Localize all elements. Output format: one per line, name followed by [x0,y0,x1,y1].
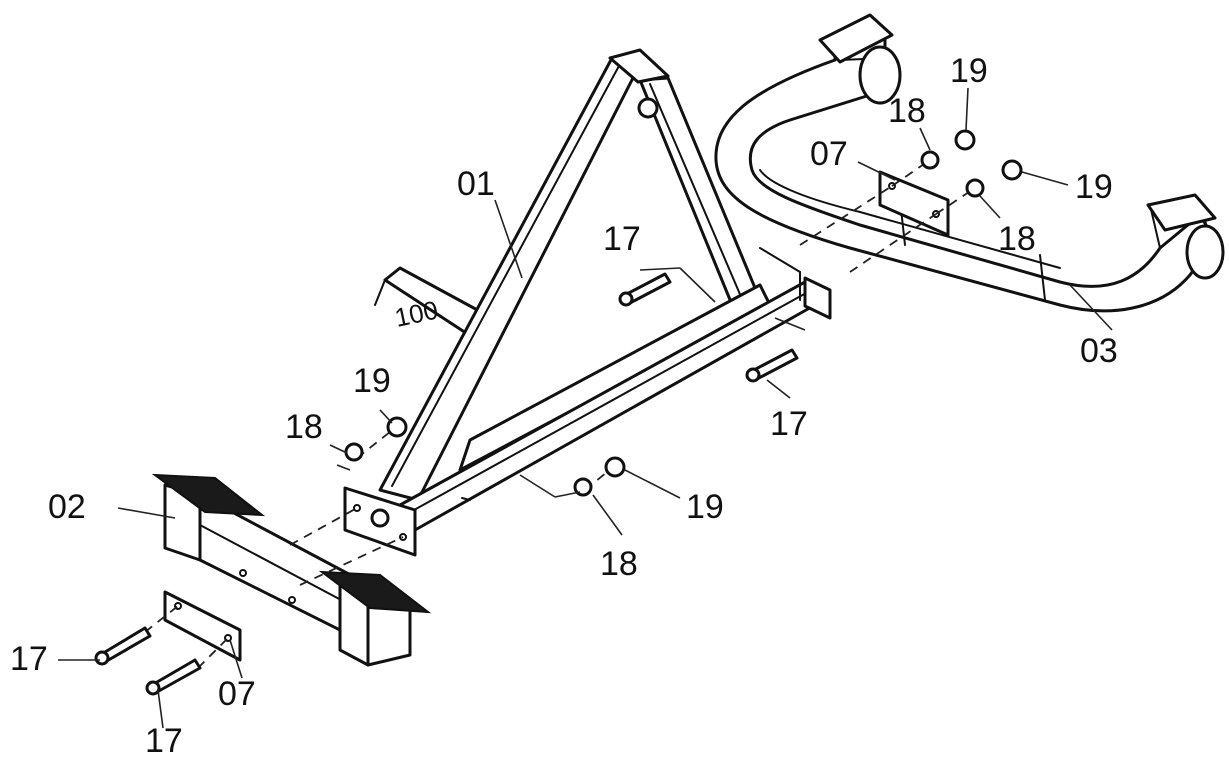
leader-line [554,491,581,498]
bolt-part [618,272,672,307]
upper-bracket-hole [888,182,896,190]
leader-line [1021,171,1069,186]
leader-line [117,507,176,519]
leader-line [336,464,351,471]
leader-line [857,161,896,181]
assembly-axis [799,185,893,246]
upper-bracket-part [878,170,950,237]
leader-line [766,379,791,399]
main-frame-part [343,48,832,557]
washer-part [965,178,985,198]
assembly-axis [197,637,229,669]
callout-17-right: 17 [770,405,808,443]
leader-line [494,199,523,279]
washer-part [920,150,940,170]
callout-17-lower-left-a: 17 [10,640,48,678]
callout-17-upper-center: 17 [603,220,641,258]
callout-02: 02 [48,488,86,526]
front-frame-part [151,473,432,667]
leader-line [919,127,931,151]
callout-01: 01 [457,165,495,203]
nut-part [954,129,976,151]
callout-19-upper-left: 19 [353,362,391,400]
callout-19-lower-center: 19 [686,488,724,526]
callout-18-upper-left: 18 [285,408,323,446]
callout-19-upper-right-b: 19 [1075,168,1113,206]
assembly-axis [849,213,937,273]
leader-line [592,494,623,536]
assembly-axis [289,507,358,546]
callout-17-lower-left-b: 17 [145,722,183,759]
callout-18-upper-right-a: 18 [888,92,926,130]
leader-line [329,444,348,454]
callout-07-upper: 07 [810,135,848,173]
callout-03: 03 [1080,332,1118,370]
washer-part [573,477,593,497]
assembly-axis [144,605,179,633]
stamp-text: 100 [392,295,441,333]
upper-bracket-hole [932,210,940,218]
bolt-part [94,626,152,666]
leader-line [157,689,164,729]
leader-line [979,195,1001,219]
lower-bracket-hole [224,634,232,642]
bolt-part [145,658,202,696]
nut-part [1001,159,1023,181]
leader-line [679,267,716,303]
leader-line [379,409,393,424]
leader-line [624,469,681,499]
lower-bracket-hole [174,602,182,610]
bolt-part [745,348,799,383]
leader-line [774,317,806,331]
leader-line [639,267,681,271]
leader-line [1069,284,1113,331]
callout-19-upper-right-a: 19 [950,52,988,90]
leader-line [229,639,243,679]
rear-frame-part [714,13,1225,313]
callout-07-lower: 07 [218,675,256,713]
washer-part [344,442,364,462]
nut-part [604,456,626,478]
leader-line [965,87,969,131]
callout-18-lower-center: 18 [600,545,638,583]
lower-bracket-part [163,590,242,662]
callout-18-upper-right-b: 18 [998,220,1036,258]
leader-line [519,474,556,498]
assembly-axis [299,536,404,586]
